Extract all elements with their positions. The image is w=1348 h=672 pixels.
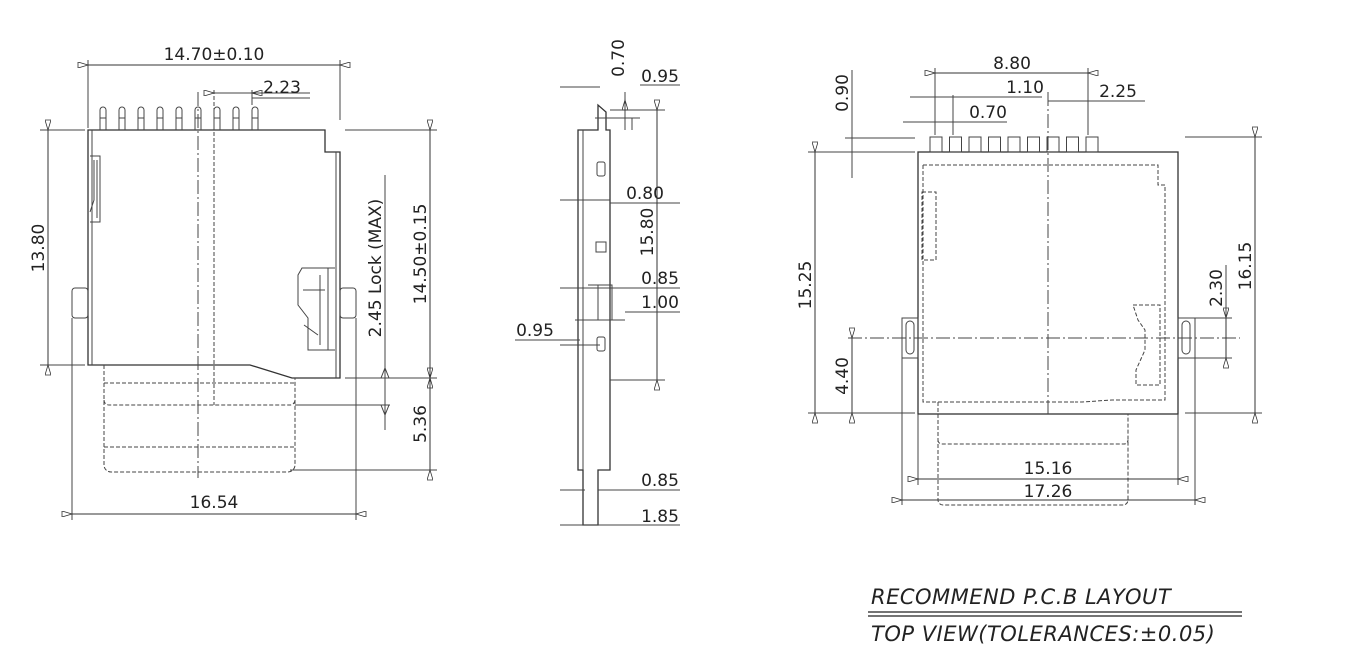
pcb-pads <box>929 136 1099 153</box>
dim-side-8: 1.85 <box>641 507 679 527</box>
dim-pin-span: 8.80 <box>993 54 1031 74</box>
caption-title: RECOMMEND P.C.B LAYOUT <box>871 585 1173 609</box>
dim-center-offset: 2.25 <box>1099 82 1137 102</box>
caption-subtitle: TOP VIEW(TOLERANCES:±0.05) <box>871 622 1215 646</box>
dim-eject: 5.36 <box>411 405 431 443</box>
pcb-layout-view: 8.80 1.10 0.70 2.25 0.90 15.25 4.40 2.30… <box>796 54 1262 506</box>
dim-pin-offset: 2.23 <box>263 78 301 98</box>
dim-side-3: 15.80 <box>638 208 658 257</box>
dim-pad-width: 0.70 <box>969 103 1007 123</box>
dim-pcb-body-width: 15.16 <box>1024 459 1073 479</box>
connector-body <box>87 129 341 379</box>
dim-pad-length: 0.90 <box>833 74 853 112</box>
right-latch <box>297 267 335 351</box>
dim-side-4: 0.85 <box>641 269 679 289</box>
dim-body-height: 13.80 <box>29 224 49 273</box>
dim-width: 14.70±0.10 <box>164 45 265 65</box>
contact-pins <box>99 106 259 130</box>
dim-side-6: 0.95 <box>516 321 554 341</box>
dim-lock: 2.45 Lock (MAX) <box>366 199 386 338</box>
left-ear-pad <box>901 317 919 359</box>
dim-side-0: 0.70 <box>609 39 629 77</box>
dim-overall-width: 16.54 <box>190 493 239 513</box>
right-ear <box>339 287 357 319</box>
dim-side-5: 1.00 <box>641 293 679 313</box>
front-view: 14.70±0.10 2.23 13.80 2.45 Lock (MAX) 14… <box>29 45 437 520</box>
dim-pcb-total-height: 16.15 <box>1236 242 1256 291</box>
left-latch <box>89 155 101 223</box>
dim-ear-position: 4.40 <box>833 357 853 395</box>
side-view: 0.70 0.95 0.80 15.80 0.85 1.00 0.95 0.85… <box>515 39 680 527</box>
dim-side-7: 0.85 <box>641 471 679 491</box>
dim-ear-height: 2.30 <box>1207 269 1227 307</box>
dim-side-2: 0.80 <box>626 184 664 204</box>
left-ear <box>71 287 89 319</box>
dim-pitch: 1.10 <box>1006 78 1044 98</box>
dim-total-height: 14.50±0.15 <box>411 204 431 305</box>
dim-pcb-overall-width: 17.26 <box>1024 482 1073 502</box>
dim-pcb-body-height: 15.25 <box>796 261 816 310</box>
card-outline <box>103 365 296 473</box>
caption: RECOMMEND P.C.B LAYOUT TOP VIEW(TOLERANC… <box>868 585 1242 646</box>
dim-side-1: 0.95 <box>641 67 679 87</box>
